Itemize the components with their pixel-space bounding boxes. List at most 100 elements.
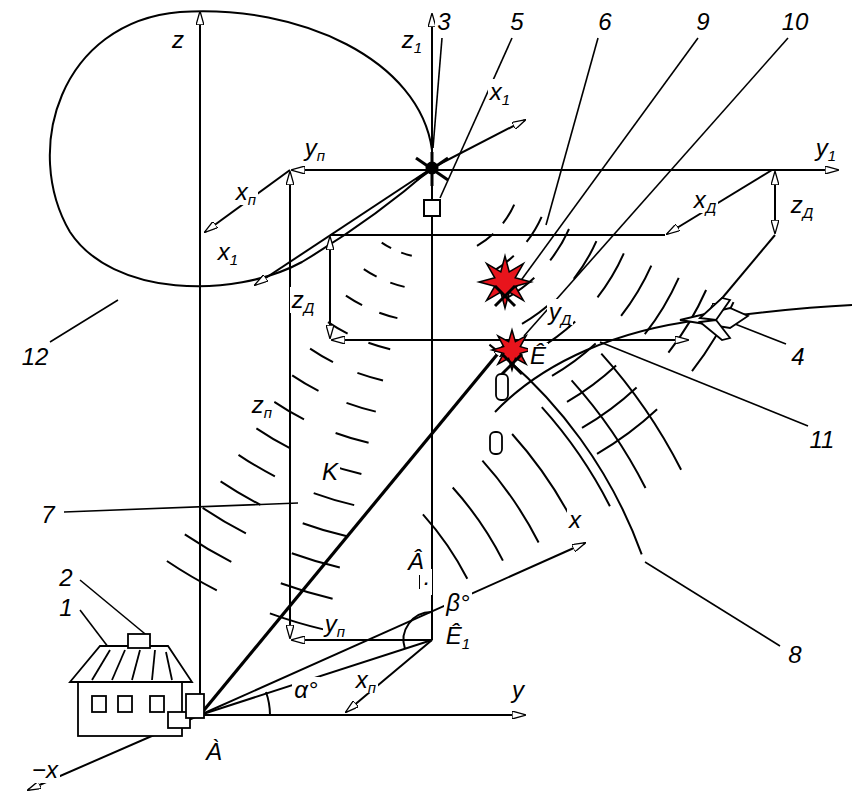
sound-waves — [550, 229, 569, 260]
sound-waves — [382, 243, 391, 249]
axis-label: −x — [30, 757, 60, 782]
axes — [200, 714, 525, 716]
axis-label: y — [510, 677, 526, 702]
axis-label: · — [420, 569, 432, 594]
leader-lines — [645, 562, 780, 646]
angle-marks — [266, 692, 270, 715]
axis-label: K — [320, 459, 340, 484]
axis-label: x1 — [488, 79, 512, 104]
house — [70, 634, 204, 736]
leader-lines — [80, 580, 150, 638]
house — [166, 652, 172, 680]
sound-waves — [292, 375, 318, 391]
sound-waves — [310, 349, 333, 363]
explosions — [502, 354, 522, 374]
callout-number: 5 — [508, 9, 525, 34]
label-subscript: 1 — [828, 147, 836, 164]
axis-label: α° — [292, 677, 319, 702]
leader-lines — [524, 38, 788, 336]
axis-label: yп — [303, 135, 327, 160]
label-subscript: 1 — [230, 251, 238, 268]
sound-waves — [357, 373, 383, 381]
offset-dimensions — [329, 237, 331, 338]
callout-number: 10 — [780, 9, 811, 34]
sound-waves — [453, 488, 503, 561]
label-main: z — [252, 391, 264, 418]
leader-lines — [735, 324, 786, 344]
label-main: x — [490, 78, 502, 105]
explosions — [495, 286, 515, 306]
label-main: z — [791, 191, 803, 218]
house — [92, 696, 106, 712]
label-main: x — [236, 178, 248, 205]
sound-waves — [256, 428, 289, 448]
label-subscript: 1 — [462, 635, 470, 652]
explosions — [479, 256, 532, 374]
sound-waves — [512, 434, 574, 524]
axes — [200, 543, 585, 715]
callout-number: 3 — [435, 9, 452, 34]
line-of-sight-k — [200, 345, 505, 715]
axis-label: yД — [547, 299, 574, 324]
callout-number: 1 — [57, 595, 74, 620]
offset-dimensions — [667, 170, 772, 234]
sound-waves — [503, 205, 514, 224]
sound-waves — [598, 253, 624, 297]
leader-lines — [50, 38, 808, 660]
axis-label: z1 — [400, 27, 424, 52]
label-subscript: Д — [706, 199, 717, 216]
sound-waves — [621, 266, 651, 316]
house — [70, 646, 192, 682]
offset-dimensions — [292, 639, 432, 641]
sound-waves — [167, 561, 217, 590]
offset-dimensions — [205, 170, 290, 232]
sound-waves — [303, 523, 347, 536]
house — [118, 696, 132, 712]
sound-waves — [239, 455, 275, 477]
explosions — [502, 354, 522, 374]
label-subscript: п — [368, 679, 376, 696]
sound-waves — [203, 508, 246, 533]
axis-label: z — [170, 27, 186, 52]
sound-waves — [542, 407, 610, 506]
sound-waves — [379, 313, 397, 318]
axes — [199, 12, 201, 715]
leader-lines — [440, 38, 512, 198]
label-subscript: Д — [803, 204, 814, 221]
callout-number: 12 — [20, 344, 51, 369]
axes — [255, 168, 432, 285]
sound-waves — [221, 481, 261, 504]
aircraft-3 — [427, 163, 437, 173]
sound-waves — [601, 354, 681, 470]
aircraft-3 — [416, 152, 448, 186]
leader-lines — [546, 38, 598, 225]
sound-waves — [597, 409, 657, 454]
offset-dimensions — [289, 172, 291, 638]
label-main: z — [292, 286, 304, 313]
sound-waves — [346, 296, 362, 306]
explosions — [495, 286, 515, 306]
callout-number: 7 — [39, 502, 56, 527]
sound-waves — [336, 433, 369, 443]
aircraft-4 — [700, 298, 730, 320]
house — [152, 650, 155, 680]
marker-square-5 — [424, 200, 440, 216]
axis-label: xп — [354, 667, 378, 692]
axes — [431, 14, 433, 640]
leader-lines — [64, 503, 298, 512]
label-main: y — [325, 610, 337, 637]
house — [150, 696, 164, 712]
label-subscript: Д — [304, 299, 315, 316]
offset-dimensions — [205, 170, 775, 712]
sound-waves — [482, 461, 538, 543]
callout-number: 8 — [786, 642, 803, 667]
sound-waves — [347, 403, 376, 412]
axis-label: À — [204, 739, 224, 764]
leader-lines — [433, 38, 442, 148]
label-main: Ê — [446, 622, 462, 649]
callout-number: 4 — [789, 344, 806, 369]
label-subscript: п — [317, 147, 325, 164]
axis-label: x1 — [216, 239, 240, 264]
offset-dimensions — [774, 172, 776, 233]
